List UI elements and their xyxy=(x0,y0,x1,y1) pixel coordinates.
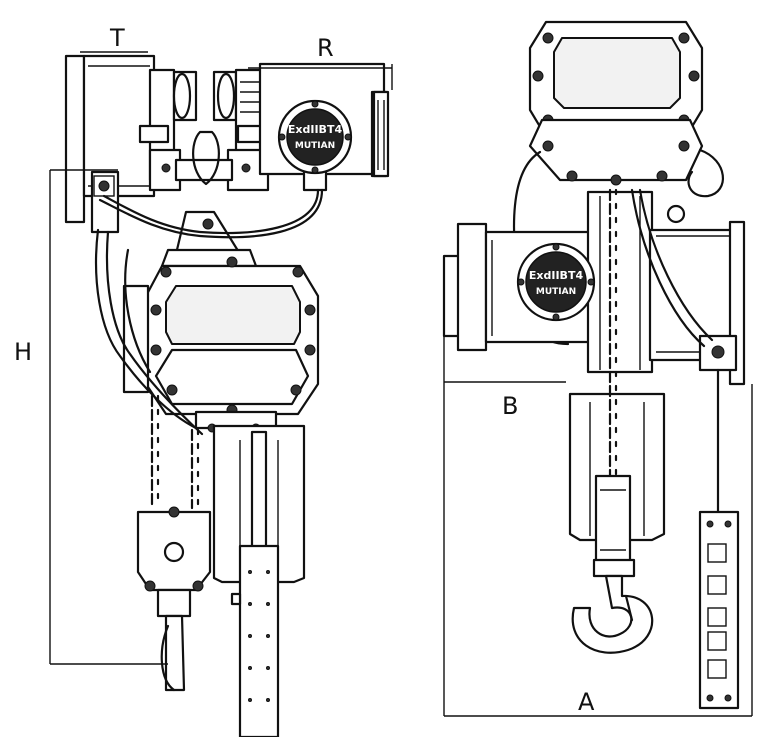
hoist-body-left xyxy=(122,256,320,433)
pendant-tube-left xyxy=(230,544,280,737)
chain-bag-right xyxy=(568,392,666,542)
junction-box-right: ExdIIBT4 MUTIAN xyxy=(516,242,596,322)
dimension-label-r: R xyxy=(317,34,334,62)
load-chain-right xyxy=(608,188,618,480)
suspension-bracket-left xyxy=(160,210,258,268)
nameplate-rating-right: ExdIIBT4 xyxy=(529,269,584,282)
hook-block-left xyxy=(136,506,212,692)
control-pendant xyxy=(698,510,740,710)
nameplate-brand-right: MUTIAN xyxy=(536,287,576,297)
right-view-hoist: ExdIIBT4 MUTIAN xyxy=(442,20,746,710)
hook-right xyxy=(571,474,654,654)
nameplate-brand-left: MUTIAN xyxy=(295,141,335,151)
dimension-lines-right xyxy=(443,256,753,717)
dimension-label-h: H xyxy=(14,338,32,366)
left-view-hoist: ExdIIBT4 MUTIAN xyxy=(64,54,390,737)
dimension-label-b: B xyxy=(502,392,518,420)
dimension-label-t: T xyxy=(109,24,125,52)
upper-housing-right xyxy=(512,20,724,346)
power-cable-left xyxy=(102,188,320,235)
dimension-lines-left xyxy=(49,51,393,665)
dimension-label-a: A xyxy=(578,688,595,716)
junction-box-left: ExdIIBT4 MUTIAN xyxy=(277,99,353,192)
nameplate-rating-left: ExdIIBT4 xyxy=(288,123,343,136)
load-chain-left xyxy=(150,394,200,510)
trolley-wheels xyxy=(138,68,270,192)
